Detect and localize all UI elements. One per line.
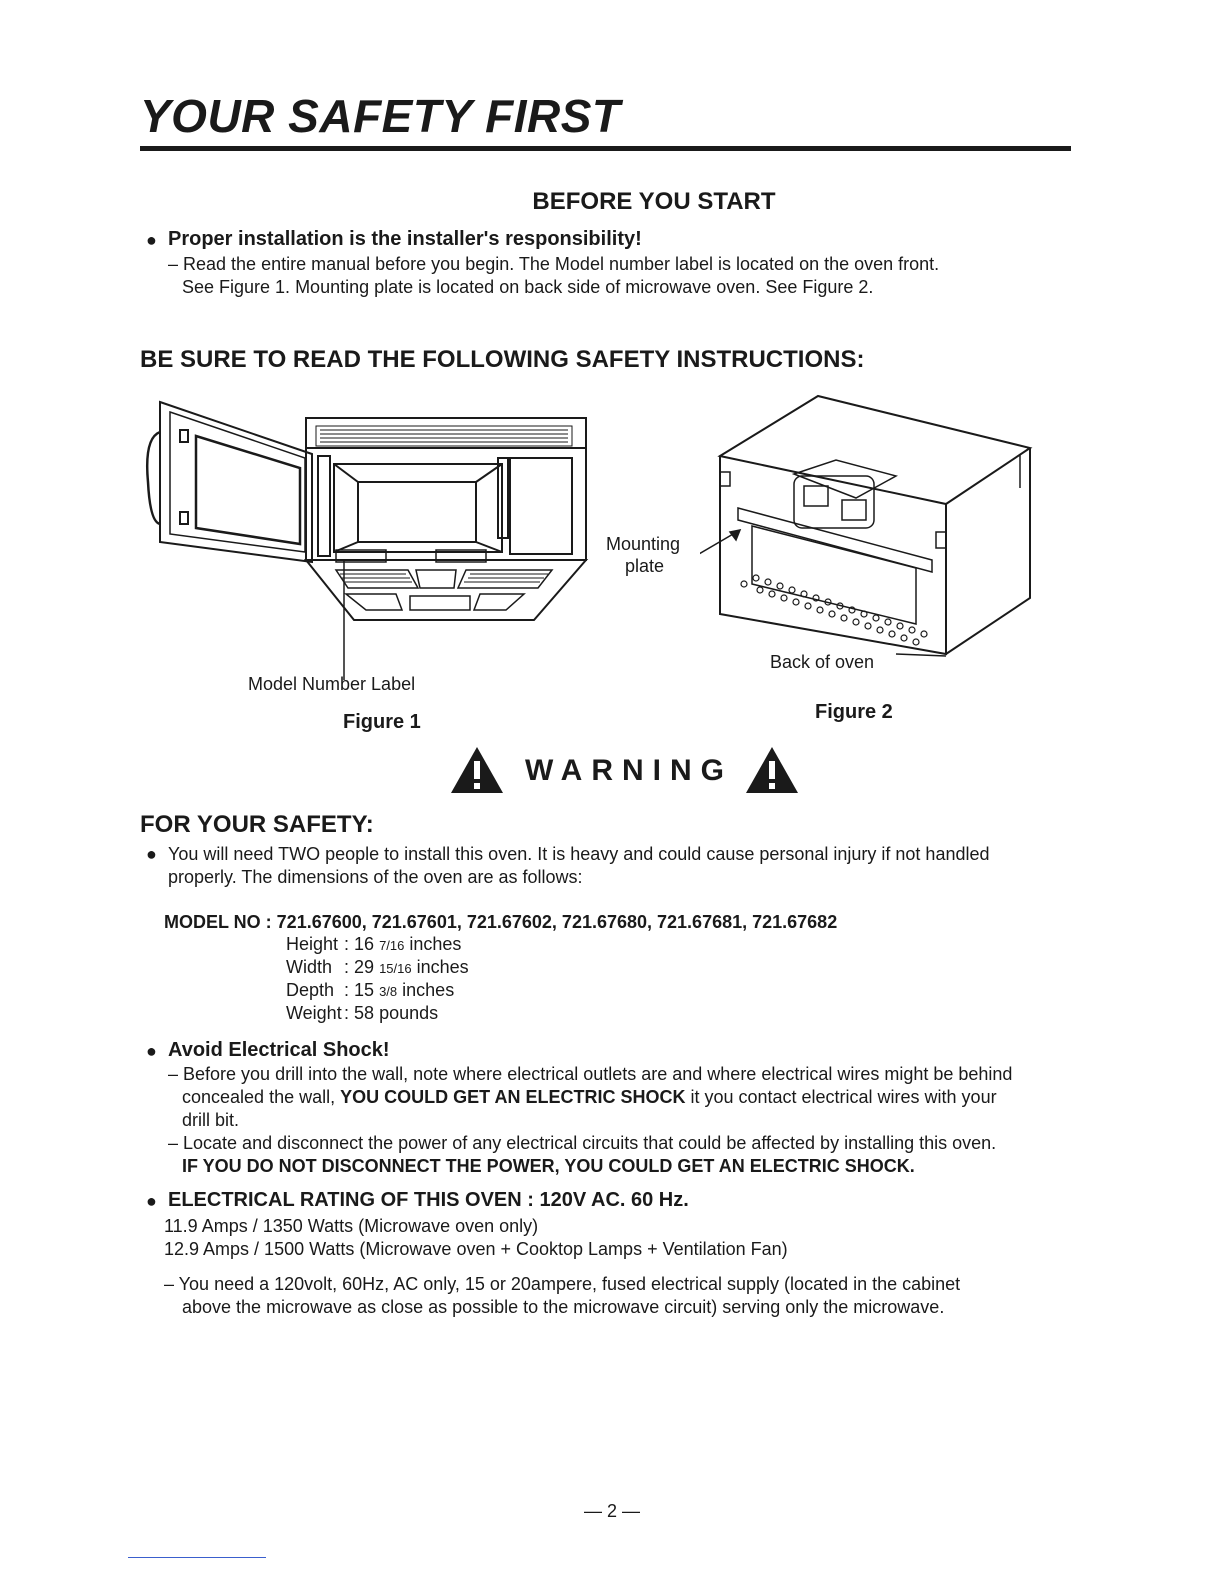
installer-responsibility: Proper installation is the installer's r… xyxy=(168,228,642,250)
shock-line-5: IF YOU DO NOT DISCONNECT THE POWER, YOU … xyxy=(182,1156,915,1176)
before-line-1: – Read the entire manual before you begi… xyxy=(168,254,940,274)
bullet-dot: ● xyxy=(146,230,157,250)
spec-weight: Weight: 58 pounds xyxy=(286,1003,439,1023)
model-number-label: Model Number Label xyxy=(248,674,416,694)
warning-icon xyxy=(746,747,798,793)
before-line-2: See Figure 1. Mounting plate is located … xyxy=(182,277,874,297)
footer-link-underline xyxy=(128,1557,266,1558)
before-start-heading: BEFORE YOU START xyxy=(532,188,776,215)
bullet-dot: ● xyxy=(146,1041,157,1061)
shock-line-1: – Before you drill into the wall, note w… xyxy=(168,1064,1013,1084)
rating-title: ELECTRICAL RATING OF THIS OVEN : 120V AC… xyxy=(168,1189,689,1211)
figure-1-microwave-front xyxy=(146,400,589,680)
bullet-dot: ● xyxy=(146,844,157,864)
mounting-label-1: Mounting xyxy=(606,534,681,554)
spec-width: Width: 29 15/16 inches xyxy=(286,957,469,977)
figure-2-microwave-back xyxy=(700,394,1033,657)
figure-1-caption: Figure 1 xyxy=(343,711,421,733)
page-title: YOUR SAFETY FIRST xyxy=(140,90,621,142)
shock-line-3: drill bit. xyxy=(182,1110,240,1130)
shock-line-4: – Locate and disconnect the power of any… xyxy=(168,1133,997,1153)
title-rule xyxy=(140,146,1071,151)
page-number: — 2 — xyxy=(583,1501,640,1521)
bullet-dot: ● xyxy=(146,1191,157,1211)
safety-instructions-heading: BE SURE TO READ THE FOLLOWING SAFETY INS… xyxy=(140,346,865,373)
model-numbers: MODEL NO : 721.67600, 721.67601, 721.676… xyxy=(164,912,838,932)
shock-line-2: concealed the wall, YOU COULD GET AN ELE… xyxy=(182,1087,997,1107)
spec-height: Height: 16 7/16 inches xyxy=(286,934,462,954)
spec-depth: Depth: 15 3/8 inches xyxy=(286,980,455,1000)
warning-icon xyxy=(451,747,503,793)
for-your-safety-heading: FOR YOUR SAFETY: xyxy=(140,811,374,838)
shock-title: Avoid Electrical Shock! xyxy=(168,1039,390,1061)
safety-line-1: You will need TWO people to install this… xyxy=(168,844,990,864)
rating-line-1: 11.9 Amps / 1350 Watts (Microwave oven o… xyxy=(164,1216,539,1236)
mounting-label-2: plate xyxy=(625,556,665,576)
warning-label: WARNING xyxy=(525,754,733,787)
rating-line-2: 12.9 Amps / 1500 Watts (Microwave oven +… xyxy=(164,1239,788,1259)
rating-line-4: above the microwave as close as possible… xyxy=(182,1297,945,1317)
rating-line-3: – You need a 120volt, 60Hz, AC only, 15 … xyxy=(164,1274,961,1294)
safety-line-2: properly. The dimensions of the oven are… xyxy=(168,867,583,887)
back-of-oven-label: Back of oven xyxy=(770,652,875,672)
figure-2-caption: Figure 2 xyxy=(815,701,893,723)
